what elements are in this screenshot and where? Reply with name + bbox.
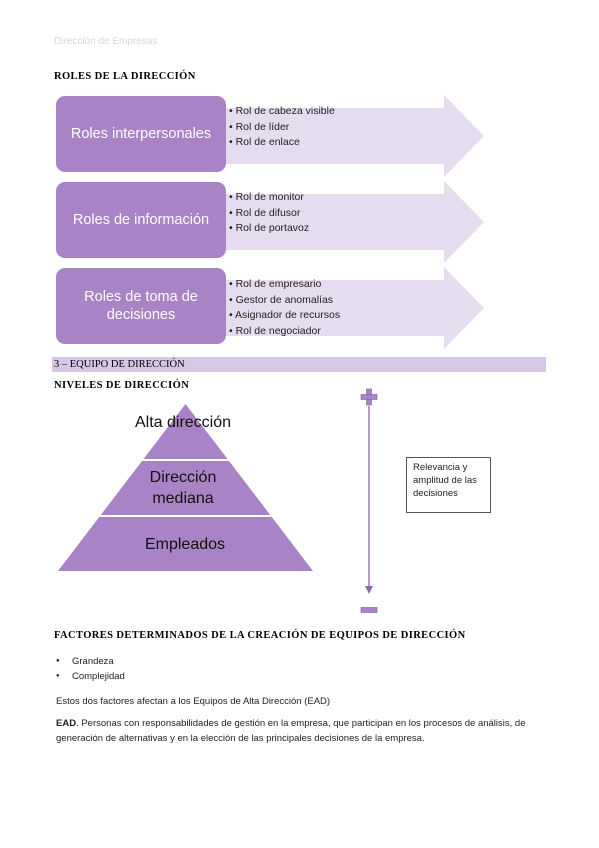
ead-definition: EAD. Personas con responsabilidades de g… <box>56 716 548 746</box>
minus-icon <box>360 601 378 613</box>
list-item: Rol de cabeza visible <box>229 104 335 120</box>
pyramid-level-mediana: Dirección mediana <box>149 469 217 507</box>
roles-heading: ROLES DE LA DIRECCIÓN <box>54 71 196 82</box>
relevance-scale <box>365 406 373 594</box>
list-item: Rol de líder <box>229 120 335 136</box>
list-item: Asignador de recursos <box>229 308 340 324</box>
list-item: Rol de empresario <box>229 277 340 293</box>
list-item: Rol de difusor <box>229 206 309 222</box>
factors-summary: Estos dos factores afectan a los Equipos… <box>56 696 331 707</box>
plus-icon <box>360 388 378 406</box>
list-item: Grandeza <box>56 654 125 669</box>
role-items-informacion: Rol de monitor Rol de difusor Rol de por… <box>229 190 310 237</box>
role-label: Roles de información <box>72 212 210 228</box>
list-item: Complejidad <box>56 669 125 684</box>
factors-heading: FACTORES DETERMINADOS DE LA CREACIÓN DE … <box>54 630 466 641</box>
role-items-decisiones: Rol de empresario Gestor de anomalías As… <box>229 277 340 339</box>
role-box-decisiones: Roles de toma de decisiones <box>56 268 226 344</box>
role-label: Roles interpersonales <box>70 126 212 142</box>
relevance-note-box: Relevancia y amplitud de las decisiones <box>406 457 491 513</box>
role-label: Roles de toma de decisiones <box>84 289 198 323</box>
ead-definition-text: . Personas con responsabilidades de gest… <box>56 718 526 744</box>
list-item: Rol de enlace <box>229 135 335 151</box>
list-item: Rol de portavoz <box>229 221 310 237</box>
list-item: Rol de negociador <box>229 324 340 340</box>
factors-list: Grandeza Complejidad <box>56 654 125 684</box>
list-item: Gestor de anomalías <box>229 293 340 309</box>
ead-term: EAD <box>56 718 77 729</box>
role-box-informacion: Roles de información <box>56 182 226 258</box>
pyramid-diagram <box>58 404 313 571</box>
role-items-interpersonales: Rol de cabeza visible Rol de líder Rol d… <box>229 104 335 151</box>
list-item: Rol de monitor <box>229 190 309 206</box>
niveles-heading: NIVELES DE DIRECCIÓN <box>54 380 190 391</box>
pyramid-level-empleados: Empleados <box>144 536 226 553</box>
section-bar-equipo: 3 – EQUIPO DE DIRECCIÓN <box>52 357 546 372</box>
role-box-interpersonales: Roles interpersonales <box>56 96 226 172</box>
page-header: Dirección de Empresas <box>54 36 158 47</box>
pyramid-level-alta: Alta dirección <box>134 414 232 431</box>
